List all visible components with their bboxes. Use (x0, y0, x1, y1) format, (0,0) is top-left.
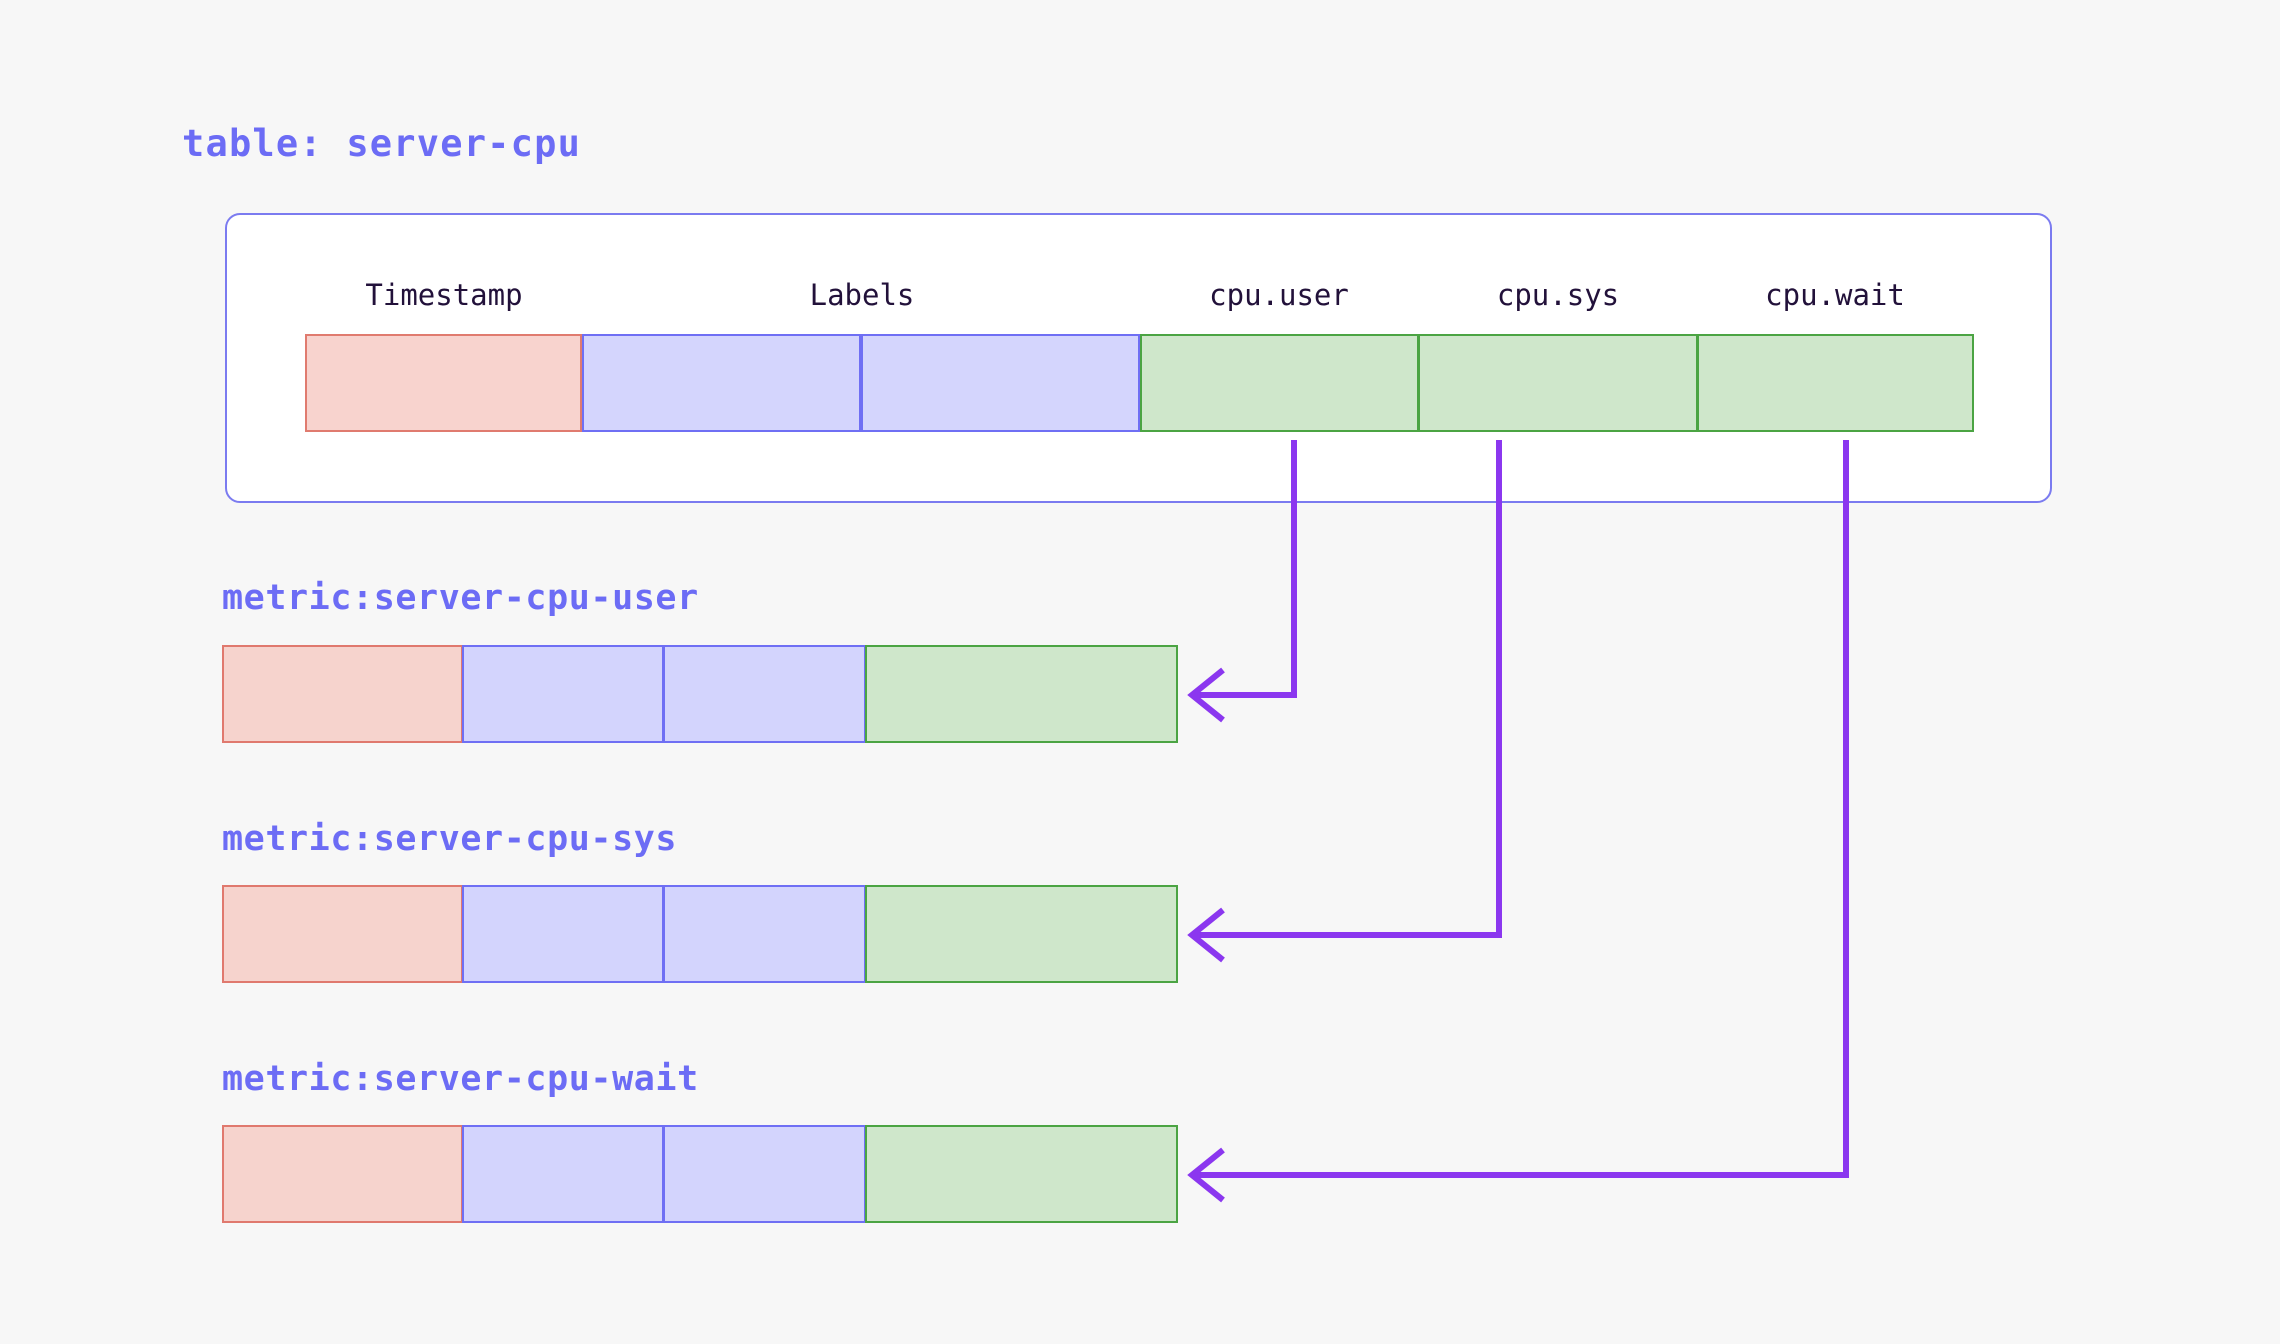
metric-0-cell-3 (865, 645, 1178, 743)
metric-2-cell-0 (222, 1125, 463, 1223)
metric-title-1: metric:server-cpu-sys (222, 819, 678, 859)
column-header-cpu-sys: cpu.sys (1496, 278, 1620, 312)
table-cell-field-3 (1140, 334, 1419, 432)
metric-0-cell-1 (462, 645, 664, 743)
column-header-labels: Labels (809, 278, 915, 312)
arrow-cpu-wait (1187, 440, 1849, 1203)
metric-1-cell-3 (865, 885, 1178, 983)
metric-0-cell-0 (222, 645, 463, 743)
arrow-head (1187, 1147, 1225, 1203)
table-cell-field-4 (1418, 334, 1698, 432)
table-title: table: server-cpu (182, 122, 582, 165)
arrow-head (1187, 667, 1225, 723)
table-cell-labels-2 (861, 334, 1140, 432)
column-header-timestamp: Timestamp (365, 278, 523, 312)
metric-title-0: metric:server-cpu-user (222, 578, 699, 618)
table-cell-field-5 (1697, 334, 1974, 432)
metric-1-cell-0 (222, 885, 463, 983)
arrow-cpu-sys (1187, 440, 1502, 963)
table-cell-labels-1 (582, 334, 861, 432)
arrow-head (1187, 907, 1225, 963)
metric-2-cell-2 (663, 1125, 866, 1223)
metric-title-2: metric:server-cpu-wait (222, 1059, 699, 1099)
column-header-cpu-user: cpu.user (1209, 278, 1349, 312)
metric-2-cell-3 (865, 1125, 1178, 1223)
metric-0-cell-2 (663, 645, 866, 743)
metric-1-cell-2 (663, 885, 866, 983)
column-header-cpu-wait: cpu.wait (1765, 278, 1905, 312)
metric-1-cell-1 (462, 885, 664, 983)
metric-2-cell-1 (462, 1125, 664, 1223)
table-cell-timestamp-0 (305, 334, 582, 432)
